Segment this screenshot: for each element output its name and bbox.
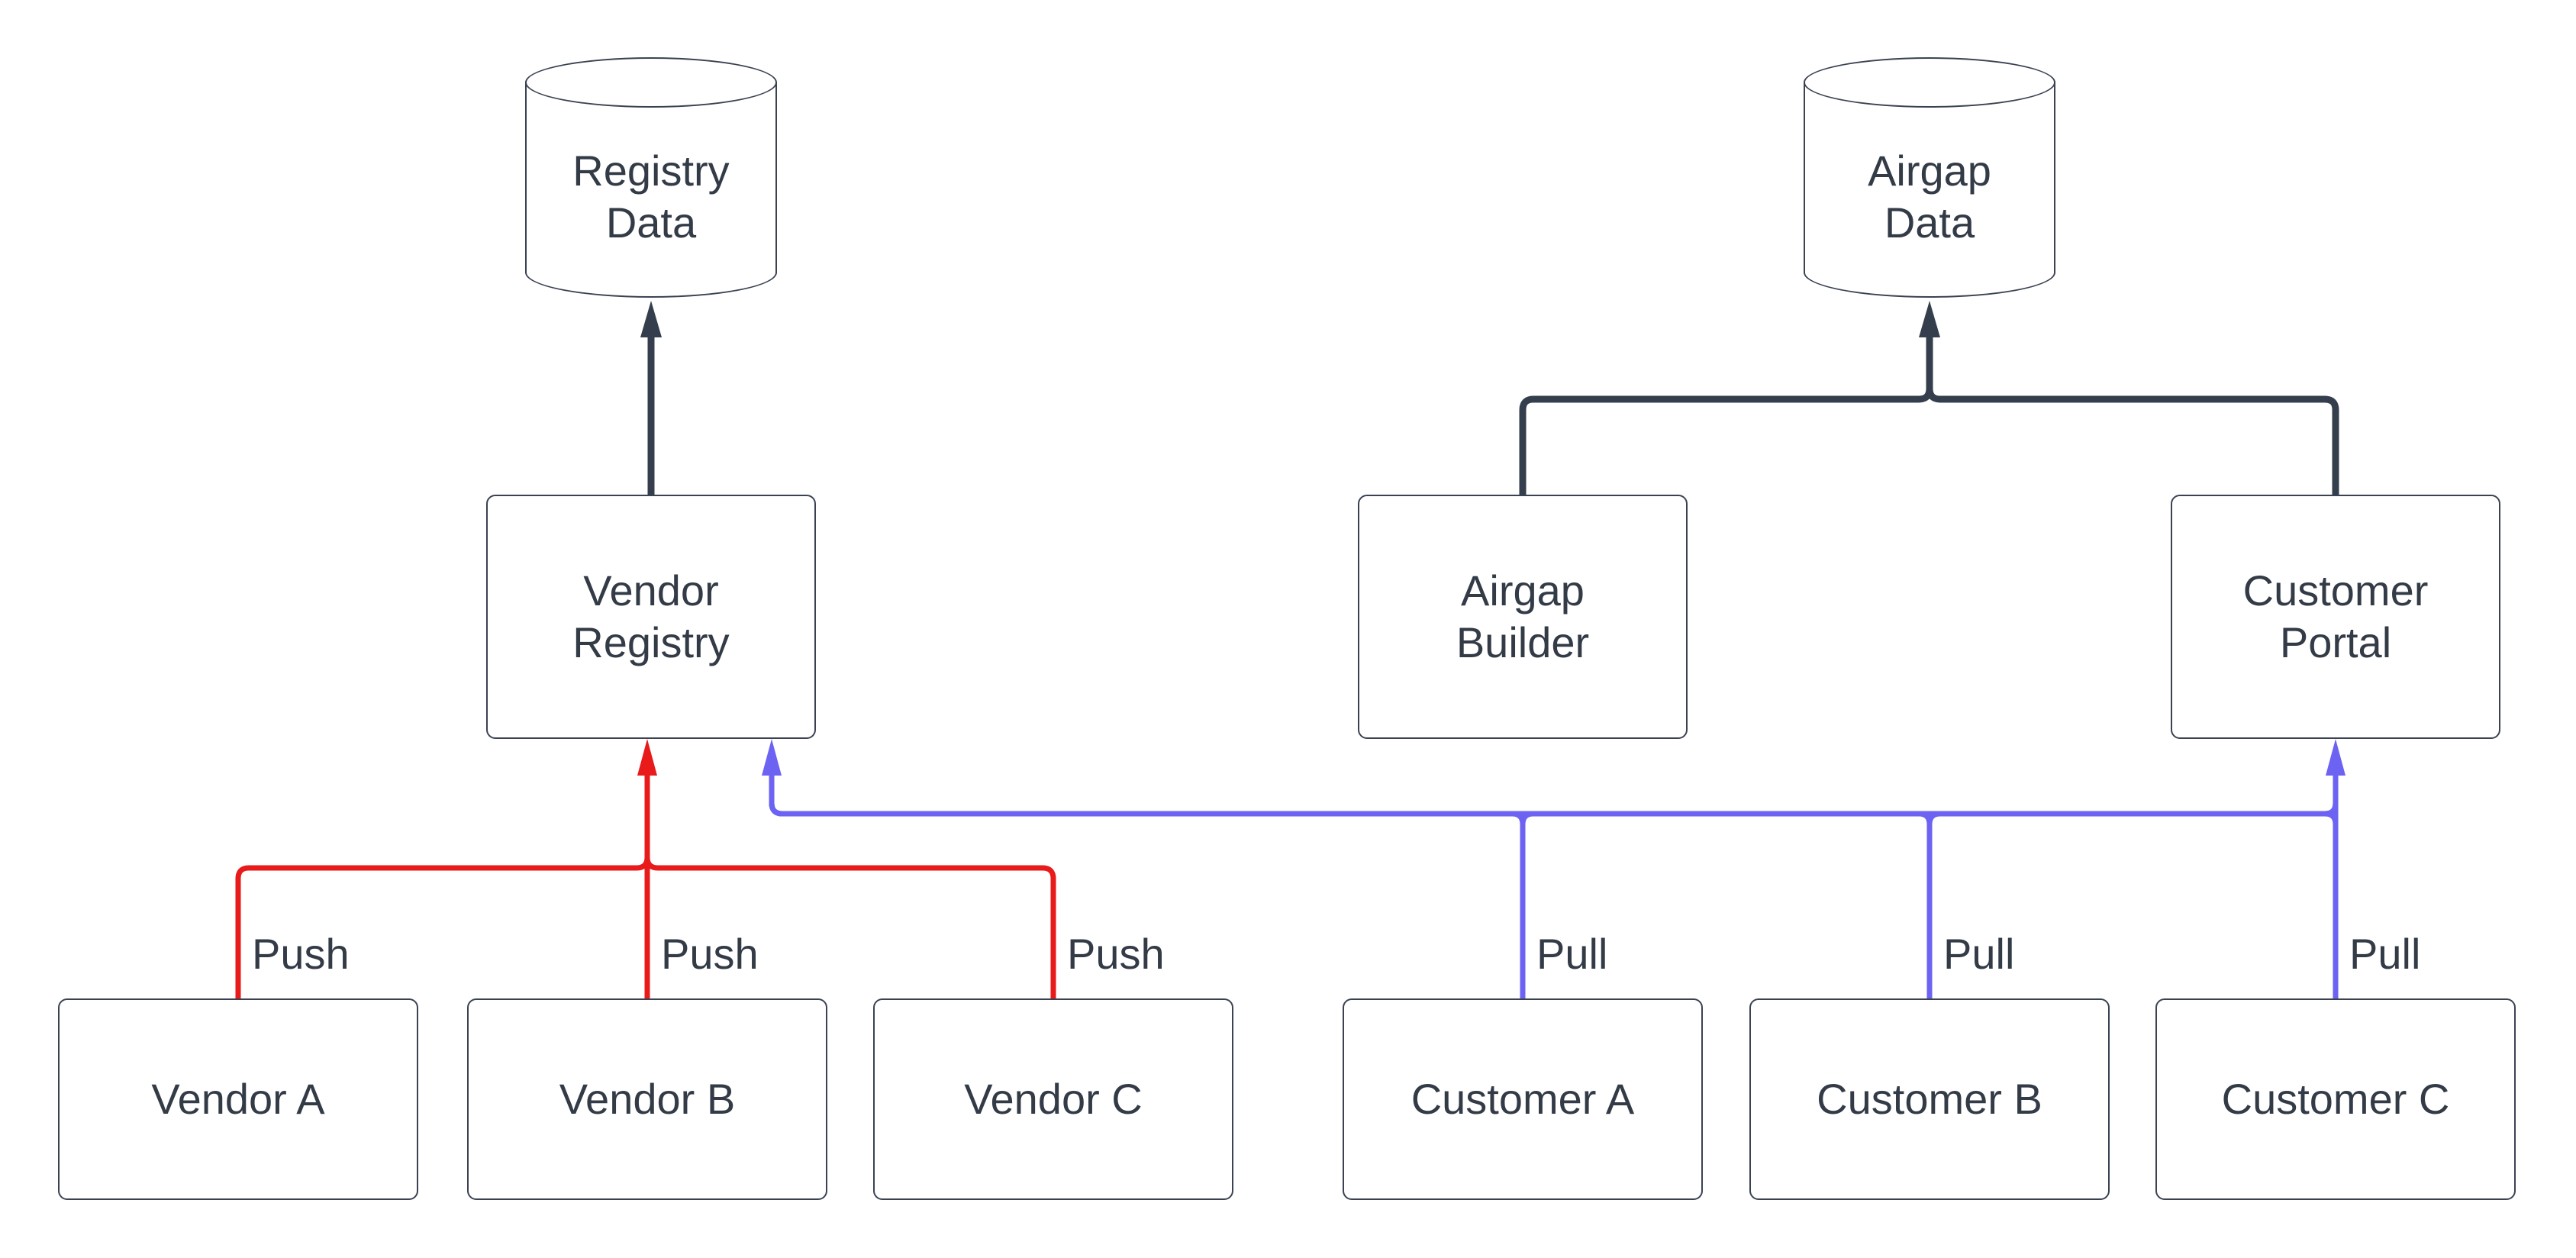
arrowhead-push-into-vendor-registry bbox=[637, 739, 657, 776]
node-label: Customer B bbox=[1817, 1075, 2042, 1123]
node-label: Vendor Registry bbox=[572, 566, 730, 666]
node-vendor-c: Vendor C bbox=[873, 998, 1233, 1200]
node-registry-data: Registry Data bbox=[525, 57, 777, 298]
push-edges bbox=[235, 774, 1056, 998]
flow-arrowheads bbox=[640, 301, 1940, 337]
node-label: Vendor A bbox=[151, 1075, 325, 1123]
edge-label-pull-a: Pull bbox=[1536, 929, 1608, 979]
pull-arrowheads bbox=[762, 739, 2345, 776]
arrowhead-pull-into-vendor-registry bbox=[762, 739, 782, 776]
arrowhead-into-registry-data bbox=[640, 301, 662, 337]
edge-airgap-builder-to-airgap-data bbox=[1519, 336, 1933, 495]
arrowhead-pull-into-customer-portal bbox=[2326, 739, 2345, 776]
node-label: Customer A bbox=[1411, 1075, 1635, 1123]
cylinder-body bbox=[525, 82, 777, 273]
node-customer-c: Customer C bbox=[2155, 998, 2516, 1200]
node-airgap-data: Airgap Data bbox=[1804, 57, 2055, 298]
arrowhead-into-airgap-data bbox=[1919, 301, 1940, 337]
node-label: Customer C bbox=[2221, 1075, 2450, 1123]
cylinder-top bbox=[525, 57, 777, 108]
node-airgap-builder: Airgap Builder bbox=[1358, 495, 1688, 739]
node-label: Airgap Data bbox=[1868, 146, 1991, 247]
edge-customer-b-to-vendor-registry bbox=[769, 774, 1933, 998]
edge-label-push-b: Push bbox=[661, 929, 759, 979]
node-customer-b: Customer B bbox=[1749, 998, 2110, 1200]
edge-label-push-a: Push bbox=[252, 929, 350, 979]
node-label: Vendor B bbox=[559, 1075, 736, 1123]
node-label: Customer Portal bbox=[2242, 566, 2429, 666]
node-customer-portal: Customer Portal bbox=[2171, 495, 2500, 739]
node-vendor-registry: Vendor Registry bbox=[486, 495, 816, 739]
edge-label-pull-c: Pull bbox=[2349, 929, 2421, 979]
node-customer-a: Customer A bbox=[1343, 998, 1703, 1200]
edge-customer-a-to-customer-portal bbox=[1520, 774, 2339, 998]
node-vendor-b: Vendor B bbox=[467, 998, 827, 1200]
edge-customer-portal-to-airgap-data bbox=[1926, 336, 2339, 495]
push-arrowheads bbox=[637, 739, 657, 776]
edge-label-pull-b: Pull bbox=[1943, 929, 2015, 979]
node-label: Vendor C bbox=[964, 1075, 1143, 1123]
cylinder-top bbox=[1804, 57, 2055, 108]
node-label: Airgap Builder bbox=[1456, 566, 1590, 666]
node-vendor-a: Vendor A bbox=[58, 998, 418, 1200]
flow-edges bbox=[647, 336, 2339, 495]
edge-label-push-c: Push bbox=[1067, 929, 1165, 979]
node-label: Registry Data bbox=[572, 146, 730, 247]
cylinder-body bbox=[1804, 82, 2055, 273]
